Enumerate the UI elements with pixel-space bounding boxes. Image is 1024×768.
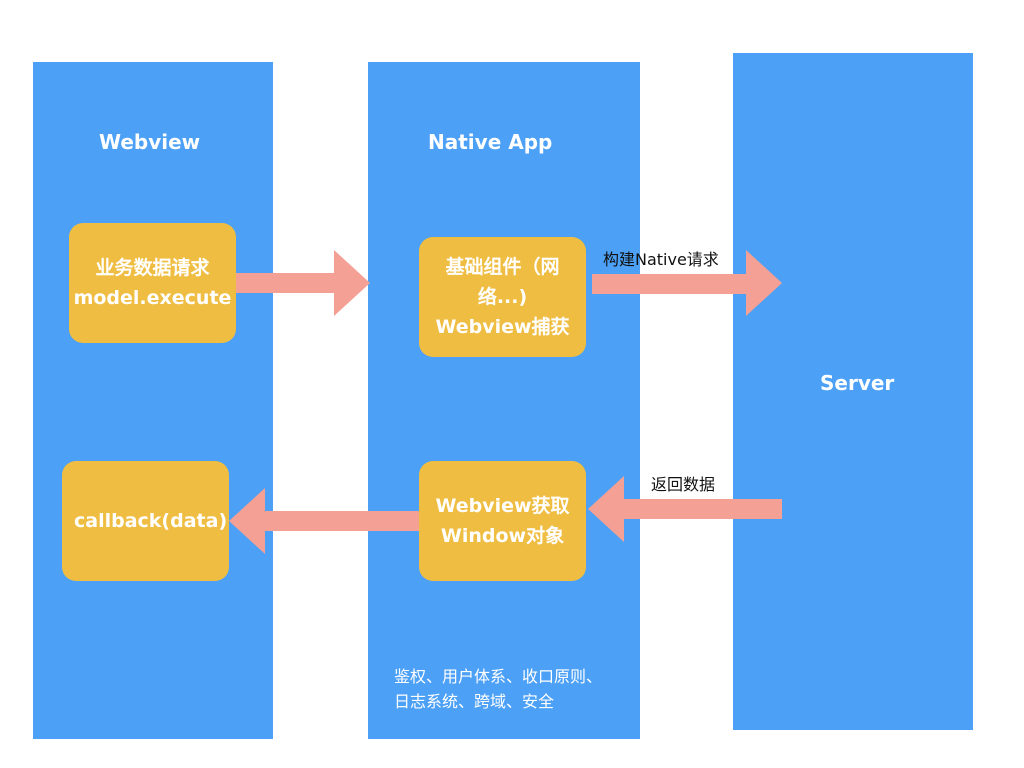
callback-box: callback(data) [62, 461, 229, 581]
webview-column: Webview [33, 62, 273, 739]
return-data-label: 返回数据 [651, 475, 716, 494]
native-app-note-line-1: 鉴权、用户体系、收口原则、 [394, 667, 603, 686]
webview-capture-line-1: 基础组件（网 [445, 256, 560, 278]
build-request-label: 构建Native请求 [603, 250, 719, 269]
server-column-title: Server [820, 371, 895, 395]
server-column: Server [733, 53, 973, 730]
native-app-note-line-2: 日志系统、跨域、安全 [394, 692, 555, 711]
native-app-column-title: Native App [428, 130, 553, 154]
callback-line: callback(data) [74, 510, 228, 532]
webview-capture-line-3: Webview捕获 [435, 316, 570, 338]
webview-window-box: Webview获取 Window对象 [419, 461, 586, 581]
webview-window-line-2: Window对象 [440, 525, 565, 547]
webview-column-title: Webview [99, 130, 201, 154]
native-app-note: 鉴权、用户体系、收口原则、 日志系统、跨域、安全 [394, 664, 602, 714]
business-request-line-1: 业务数据请求 [95, 257, 210, 279]
build-request-arrow [592, 250, 782, 316]
request-arrow [236, 250, 370, 316]
business-request-box: 业务数据请求 model.execute [69, 223, 236, 343]
return-data-arrow [588, 476, 782, 542]
webview-window-line-1: Webview获取 [435, 495, 570, 517]
native-app-column: Native App [368, 62, 640, 739]
callback-arrow [229, 488, 421, 554]
business-request-line-2: model.execute [73, 287, 232, 309]
webview-capture-box: 基础组件（网 络...) Webview捕获 [419, 237, 586, 357]
webview-capture-line-2: 络...) [477, 286, 528, 308]
